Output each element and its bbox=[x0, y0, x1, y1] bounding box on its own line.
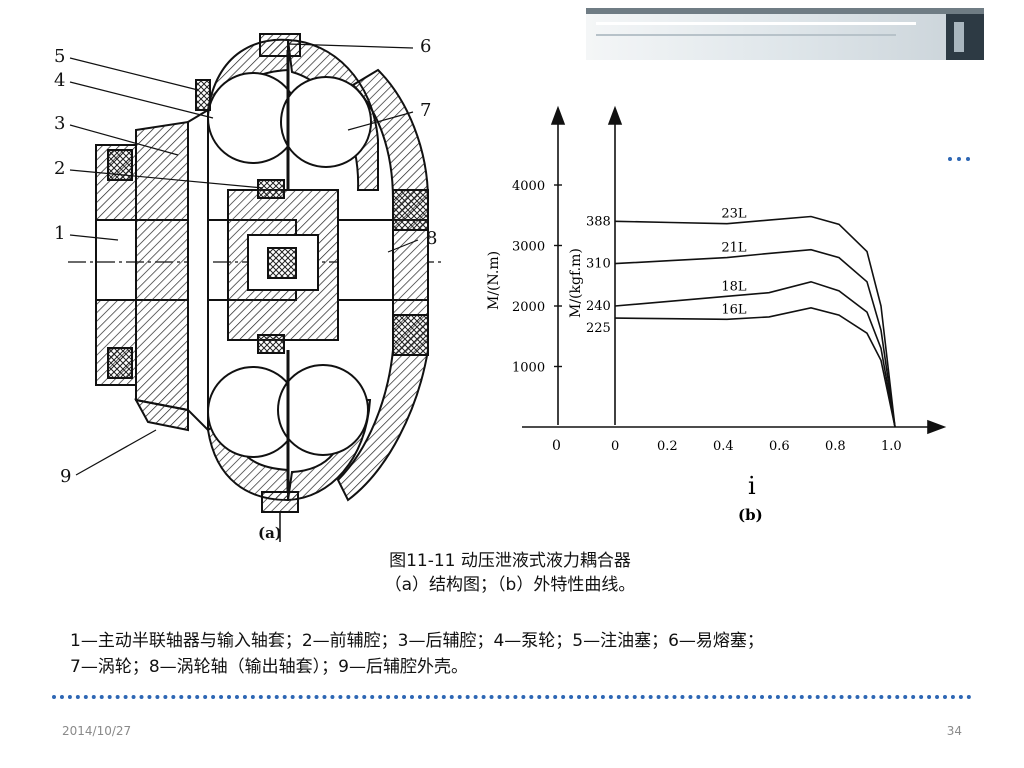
figure-caption-title: 图11-11 动压泄液式液力耦合器 bbox=[389, 551, 631, 571]
series-label-21L: 21L bbox=[721, 241, 747, 256]
curve-23L bbox=[614, 215, 896, 428]
series-label-23L: 23L bbox=[721, 207, 747, 222]
outer-zero-label: 0 bbox=[552, 438, 561, 454]
header-decoration-image bbox=[586, 8, 984, 60]
characteristic-curve-chart: 1000 2000 3000 4000 0 0.2 0.4 0.6 0.8 1.0 23L 21L… bbox=[486, 105, 947, 524]
figure-a-sublabel: (a) bbox=[258, 524, 282, 542]
x-tick-label: 0.4 bbox=[713, 439, 734, 454]
label-8: 8 bbox=[426, 228, 437, 249]
curve-18L bbox=[614, 280, 896, 428]
dotted-divider bbox=[52, 695, 972, 699]
y-tick-label: 2000 bbox=[512, 300, 545, 315]
footer-date: 2014/10/27 bbox=[62, 724, 132, 738]
y-axis-label-right: M/(kgf.m) bbox=[568, 248, 584, 318]
label-4: 4 bbox=[54, 70, 65, 91]
secondary-y-label: 225 bbox=[586, 321, 611, 336]
y-tick-label: 3000 bbox=[512, 240, 545, 255]
footer-page-number: 34 bbox=[946, 724, 962, 738]
secondary-y-label: 388 bbox=[586, 214, 611, 229]
series-label-18L: 18L bbox=[721, 279, 747, 294]
label-1: 1 bbox=[54, 223, 65, 244]
figure-b-sublabel: (b) bbox=[738, 506, 763, 524]
y-axis-label-left: M/(N.m) bbox=[486, 251, 502, 310]
secondary-y-label: 240 bbox=[586, 299, 611, 314]
parts-legend-line-2: 7—涡轮；8—涡轮轴（输出轴套）；9—后辅腔外壳。 bbox=[70, 657, 468, 677]
y-tick-label: 1000 bbox=[512, 361, 545, 376]
label-2: 2 bbox=[54, 158, 65, 179]
x-tick-label: 0.2 bbox=[657, 439, 678, 454]
coupling-structure-drawing: 5 4 3 2 1 9 6 7 8 (a) bbox=[54, 33, 443, 542]
parts-legend: 1—主动半联轴器与输入轴套；2—前辅腔；3—后辅腔；4—泵轮；5—注油塞；6—易… bbox=[70, 628, 990, 680]
x-tick-label: 0 bbox=[611, 439, 619, 454]
x-tick-label: 1.0 bbox=[881, 439, 902, 454]
label-5: 5 bbox=[54, 46, 65, 67]
label-9: 9 bbox=[60, 466, 71, 487]
x-tick-label: 0.8 bbox=[825, 439, 846, 454]
parts-legend-line-1: 1—主动半联轴器与输入轴套；2—前辅腔；3—后辅腔；4—泵轮；5—注油塞；6—易… bbox=[70, 631, 764, 651]
secondary-y-label: 310 bbox=[586, 257, 611, 272]
label-6: 6 bbox=[420, 36, 431, 57]
curve-16L bbox=[614, 306, 896, 428]
x-tick-label: 0.6 bbox=[769, 439, 790, 454]
dotted-mark bbox=[948, 157, 970, 161]
y-tick-label: 4000 bbox=[512, 179, 545, 194]
label-7: 7 bbox=[420, 100, 431, 121]
figure-caption-subtitle: （a）结构图；（b）外特性曲线。 bbox=[384, 575, 636, 595]
x-axis-name: i bbox=[748, 472, 756, 500]
curve-21L bbox=[614, 248, 896, 428]
series-label-16L: 16L bbox=[721, 302, 747, 317]
label-3: 3 bbox=[54, 113, 65, 134]
